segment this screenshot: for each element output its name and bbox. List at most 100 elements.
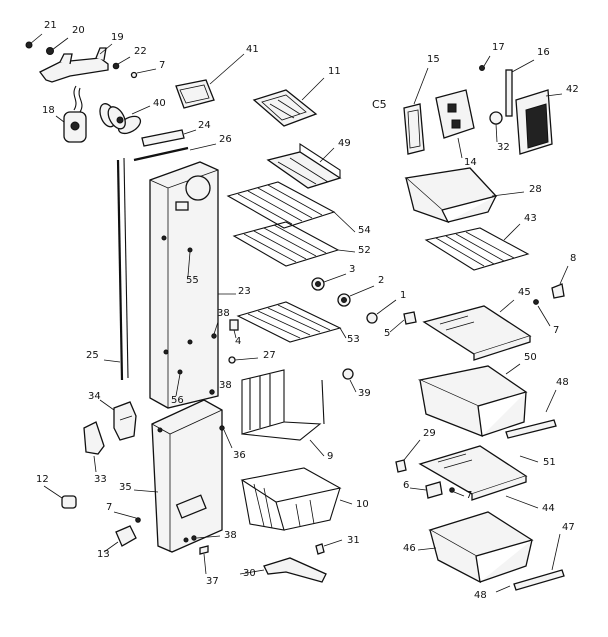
callout-c11: 11	[328, 66, 341, 77]
bracket-33	[83, 421, 105, 473]
liner-strip-25	[103, 157, 129, 381]
screw-38-b	[209, 389, 215, 395]
callout-c43: 43	[524, 213, 537, 224]
callout-c32: 32	[497, 142, 510, 153]
callout-c38b: 38	[219, 380, 232, 391]
callout-c26: 26	[219, 134, 232, 145]
tray-11	[252, 77, 325, 127]
callout-c52: 52	[358, 245, 371, 256]
screw-17	[479, 55, 491, 71]
bin-28	[404, 167, 525, 224]
callout-c55: 55	[186, 275, 199, 286]
callout-c38c: 38	[224, 530, 237, 541]
bracket-13	[103, 525, 137, 553]
roller-3	[311, 273, 347, 291]
screw-38-c	[191, 535, 221, 541]
roller-2	[337, 285, 375, 307]
callout-c30: 30	[243, 568, 256, 579]
callout-c49: 49	[338, 138, 351, 149]
clip-4	[229, 319, 239, 339]
section-label: C5	[372, 98, 387, 111]
callout-c47: 47	[562, 522, 575, 533]
callout-c5a: 5	[384, 328, 390, 339]
cover-45	[422, 299, 532, 361]
callout-c40: 40	[153, 98, 166, 109]
shelf-49	[266, 142, 342, 189]
callout-c33: 33	[94, 474, 107, 485]
callout-c15: 15	[427, 54, 440, 65]
callout-c38a: 38	[217, 308, 230, 319]
tube-16	[505, 59, 535, 117]
callout-c48b: 48	[474, 590, 487, 601]
callout-c21: 21	[44, 20, 57, 31]
trim-26	[133, 143, 217, 162]
clip-1	[366, 299, 397, 324]
wire-shelf-54	[226, 181, 356, 233]
housing-15	[403, 67, 429, 155]
bracket-34	[99, 399, 137, 441]
motor-18	[55, 85, 87, 143]
knob-32	[489, 111, 503, 143]
callout-c19: 19	[111, 32, 124, 43]
bracket-6	[409, 481, 443, 499]
callout-c4: 4	[235, 336, 241, 347]
callout-c18: 18	[42, 105, 55, 116]
hinge-30	[239, 557, 327, 583]
callout-c45: 45	[518, 287, 531, 298]
callout-c7d: 7	[466, 490, 472, 501]
callout-c37: 37	[206, 576, 219, 587]
control-14	[435, 89, 475, 159]
callout-c3: 3	[349, 264, 355, 275]
callout-c51: 51	[543, 457, 556, 468]
screw-36	[219, 425, 233, 449]
callout-c54: 54	[358, 225, 371, 236]
trim-48-b	[495, 533, 565, 593]
callout-c44: 44	[542, 503, 555, 514]
callout-c13: 13	[97, 549, 110, 560]
callout-c17: 17	[492, 42, 505, 53]
callout-c50: 50	[524, 352, 537, 363]
screw-27	[228, 356, 259, 364]
crisper-50	[417, 363, 528, 438]
wire-shelf-52	[232, 221, 356, 267]
callout-c42: 42	[566, 84, 579, 95]
callout-c25: 25	[86, 350, 99, 361]
screw-7-d	[449, 487, 465, 497]
callout-c16: 16	[537, 47, 550, 58]
trim-48-a	[505, 389, 557, 439]
callout-c34: 34	[88, 391, 101, 402]
clip-29	[395, 439, 421, 473]
callout-c12: 12	[36, 474, 49, 485]
callout-c53: 53	[347, 334, 360, 345]
screw-7-top	[130, 68, 157, 79]
callout-c46: 46	[403, 543, 416, 554]
clip-5	[389, 311, 417, 333]
callout-c29: 29	[423, 428, 436, 439]
screw-7-right	[533, 299, 551, 327]
clip-8	[551, 265, 569, 299]
callout-c9: 9	[327, 451, 333, 462]
callout-c31: 31	[347, 535, 360, 546]
clip-39	[342, 368, 357, 393]
callout-c8: 8	[570, 253, 576, 264]
callout-c7c: 7	[553, 325, 559, 336]
wire-shelf-53	[236, 301, 347, 343]
callout-c56: 56	[171, 395, 184, 406]
lower-panel-35	[133, 399, 223, 553]
callout-c36: 36	[233, 450, 246, 461]
screw-38-a	[211, 321, 219, 339]
fan-blade-40	[99, 103, 151, 135]
light-socket-12	[43, 485, 77, 509]
callout-c1: 1	[400, 290, 406, 301]
screw-21	[25, 33, 43, 49]
wire-shelf-43	[424, 223, 530, 271]
cover-42	[515, 89, 563, 155]
screw-37	[199, 545, 209, 575]
shelf-frame-9	[241, 369, 325, 457]
bracket-19	[39, 43, 113, 83]
panel-41	[175, 53, 245, 109]
screw-31	[315, 539, 343, 555]
callout-c20: 20	[72, 25, 85, 36]
trim-24	[141, 129, 197, 147]
